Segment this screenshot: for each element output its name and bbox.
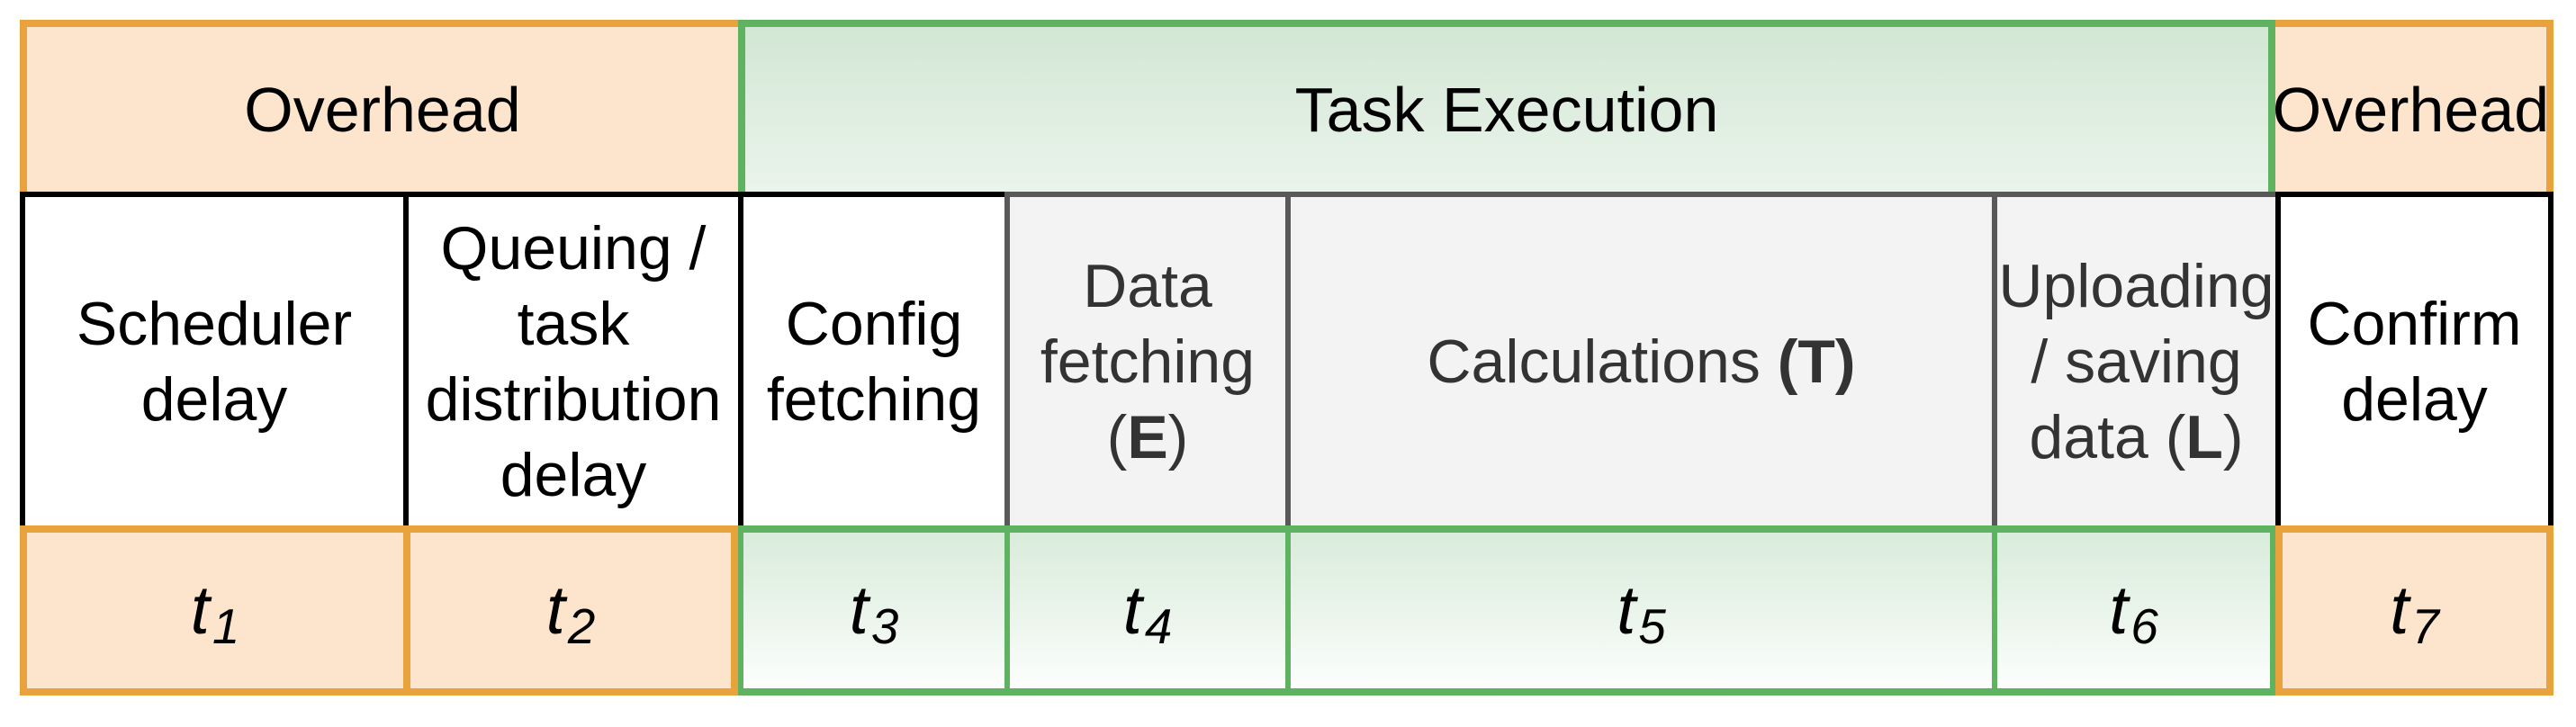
phase-line: / saving: [2031, 327, 2242, 396]
header-task-execution: Task Execution: [738, 20, 2275, 192]
phase-config-fetching: Config fetching: [738, 192, 1004, 525]
phase-line: distribution: [425, 364, 722, 434]
phase-line: delay: [140, 364, 288, 434]
header-overhead-right-label: Overhead: [2272, 74, 2550, 145]
phase-uploading-saving-data: Uploading / saving data (L): [1992, 192, 2275, 525]
header-overhead-left-label: Overhead: [244, 74, 521, 145]
time-t7: t7: [2275, 525, 2553, 696]
header-task-execution-label: Task Execution: [1294, 74, 1719, 145]
phase-line: fetching: [766, 364, 982, 434]
time-t1: t1: [20, 525, 403, 696]
timing-diagram-table: Overhead Task Execution Overhead Schedul…: [20, 20, 2553, 696]
phase-line: Confirm: [2307, 289, 2522, 358]
header-overhead-left: Overhead: [20, 20, 738, 192]
phase-line: Calculations (T): [1427, 327, 1856, 396]
phase-line: Uploading: [1998, 251, 2274, 320]
phase-line: Data: [1083, 251, 1212, 320]
phase-queuing-distribution-delay: Queuing / task distribution delay: [403, 192, 738, 525]
time-t5: t5: [1285, 525, 1992, 696]
time-t4-label: t4: [1122, 572, 1173, 654]
phase-calculations: Calculations (T): [1285, 192, 1992, 525]
time-t7-label: t7: [2390, 572, 2439, 654]
phase-data-fetching: Data fetching (E): [1004, 192, 1285, 525]
time-t1-label: t1: [190, 572, 240, 654]
phase-line: (E): [1106, 402, 1189, 471]
time-t3: t3: [738, 525, 1004, 696]
time-t6: t6: [1992, 525, 2275, 696]
time-t2-label: t2: [545, 572, 596, 654]
phase-line: data (L): [2029, 402, 2244, 471]
phase-line: delay: [2341, 364, 2488, 434]
phase-line: Scheduler: [76, 289, 353, 358]
time-t6-label: t6: [2109, 572, 2158, 654]
phase-line: fetching: [1040, 327, 1256, 396]
header-overhead-right: Overhead: [2272, 20, 2553, 192]
time-t3-label: t3: [849, 572, 899, 654]
time-t2: t2: [403, 525, 738, 696]
phase-line: task: [517, 289, 630, 358]
time-t4: t4: [1004, 525, 1285, 696]
phase-line: Config: [785, 289, 963, 358]
phase-line: delay: [500, 440, 647, 509]
time-t5-label: t5: [1617, 572, 1666, 654]
phase-line: Queuing /: [440, 213, 707, 283]
phase-confirm-delay: Confirm delay: [2275, 192, 2553, 525]
phase-scheduler-delay: Scheduler delay: [20, 192, 403, 525]
